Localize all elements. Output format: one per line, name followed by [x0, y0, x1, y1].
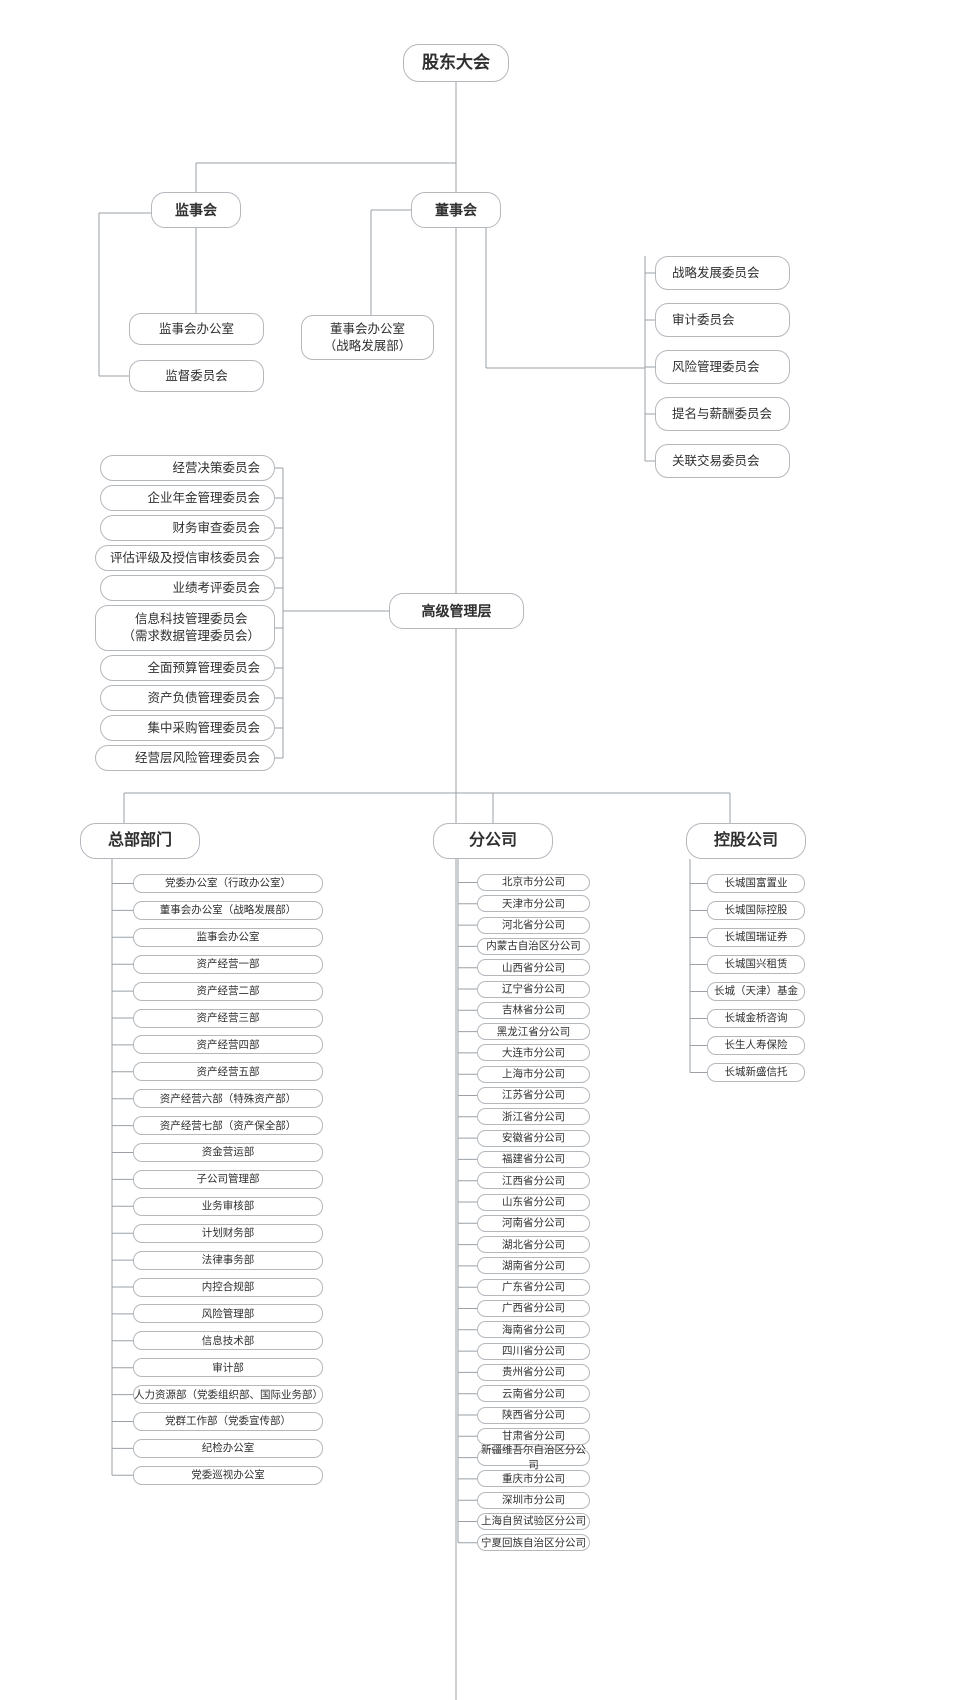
node-headquarters-item[interactable]: 风险管理部	[133, 1304, 323, 1324]
node-board-committee-5[interactable]: 关联交易委员会	[655, 444, 790, 478]
node-branches-item[interactable]: 山西省分公司	[477, 959, 590, 977]
node-headquarters-item[interactable]: 人力资源部（党委组织部、国际业务部）	[133, 1385, 323, 1405]
node-headquarters-item[interactable]: 资产经营七部（资产保全部）	[133, 1116, 323, 1136]
node-headquarters-item[interactable]: 资产经营四部	[133, 1035, 323, 1055]
node-mgmt-committee-2[interactable]: 企业年金管理委员会	[100, 485, 275, 511]
node-holdings-item[interactable]: 长城国瑞证券	[707, 928, 805, 947]
node-shareholders-meeting[interactable]: 股东大会	[403, 44, 509, 82]
node-column-header-headquarters[interactable]: 总部部门	[80, 823, 200, 859]
node-branches-item[interactable]: 江西省分公司	[477, 1172, 590, 1190]
node-holdings-item[interactable]: 长城国兴租赁	[707, 955, 805, 974]
node-branches-item[interactable]: 河南省分公司	[477, 1214, 590, 1232]
node-headquarters-item[interactable]: 资产经营一部	[133, 954, 323, 974]
node-headquarters-item[interactable]: 监事会办公室	[133, 927, 323, 947]
node-headquarters-item[interactable]: 资产经营二部	[133, 981, 323, 1001]
node-branches-item[interactable]: 安徽省分公司	[477, 1129, 590, 1147]
node-holdings-item[interactable]: 长城新盛信托	[707, 1063, 805, 1082]
node-supervisory-office[interactable]: 监事会办公室	[129, 313, 264, 345]
node-mgmt-committee-6[interactable]: 信息科技管理委员会 （需求数据管理委员会）	[95, 605, 275, 651]
node-senior-management[interactable]: 高级管理层	[389, 593, 524, 629]
node-branches-item[interactable]: 山东省分公司	[477, 1193, 590, 1211]
node-branches-item[interactable]: 新疆维吾尔自治区分公司	[477, 1444, 590, 1471]
node-supervision-committee[interactable]: 监督委员会	[129, 360, 264, 392]
node-branches-item[interactable]: 重庆市分公司	[477, 1470, 590, 1488]
node-branches-item[interactable]: 北京市分公司	[477, 874, 590, 891]
node-branches-item[interactable]: 上海市分公司	[477, 1065, 590, 1083]
node-headquarters-item[interactable]: 审计部	[133, 1358, 323, 1378]
node-branches-item[interactable]: 黑龙江省分公司	[477, 1023, 590, 1041]
node-mgmt-committee-3[interactable]: 财务审查委员会	[100, 515, 275, 541]
node-branches-item[interactable]: 深圳市分公司	[477, 1491, 590, 1509]
node-headquarters-item[interactable]: 信息技术部	[133, 1331, 323, 1351]
node-holdings-item[interactable]: 长城金桥咨询	[707, 1009, 805, 1028]
node-mgmt-committee-7[interactable]: 全面预算管理委员会	[100, 655, 275, 681]
node-branches-item[interactable]: 湖南省分公司	[477, 1257, 590, 1275]
node-column-header-branches[interactable]: 分公司	[433, 823, 553, 859]
node-branches-item[interactable]: 云南省分公司	[477, 1385, 590, 1403]
node-headquarters-item[interactable]: 纪检办公室	[133, 1438, 323, 1458]
node-branches-item[interactable]: 贵州省分公司	[477, 1363, 590, 1381]
node-holdings-item[interactable]: 长城（天津）基金	[707, 982, 805, 1001]
node-headquarters-item[interactable]: 党委办公室（行政办公室）	[133, 874, 323, 893]
node-branches-item[interactable]: 海南省分公司	[477, 1321, 590, 1339]
node-mgmt-committee-4[interactable]: 评估评级及授信审核委员会	[95, 545, 275, 571]
node-supervisory-board[interactable]: 监事会	[151, 192, 241, 228]
node-branches-item[interactable]: 陕西省分公司	[477, 1406, 590, 1424]
node-headquarters-item[interactable]: 法律事务部	[133, 1250, 323, 1270]
node-headquarters-item[interactable]: 资产经营三部	[133, 1008, 323, 1028]
node-mgmt-committee-5[interactable]: 业绩考评委员会	[100, 575, 275, 601]
node-branches-item[interactable]: 福建省分公司	[477, 1150, 590, 1168]
node-branches-item[interactable]: 浙江省分公司	[477, 1108, 590, 1126]
node-headquarters-item[interactable]: 内控合规部	[133, 1277, 323, 1297]
node-branches-item[interactable]: 辽宁省分公司	[477, 980, 590, 998]
node-branches-item[interactable]: 内蒙古自治区分公司	[477, 937, 590, 955]
node-branches-item[interactable]: 宁夏回族自治区分公司	[477, 1534, 590, 1552]
node-headquarters-item[interactable]: 董事会办公室（战略发展部）	[133, 900, 323, 920]
node-branches-item[interactable]: 天津市分公司	[477, 895, 590, 913]
node-headquarters-item[interactable]: 计划财务部	[133, 1223, 323, 1243]
node-branches-item[interactable]: 广东省分公司	[477, 1278, 590, 1296]
node-branches-item[interactable]: 湖北省分公司	[477, 1236, 590, 1254]
node-headquarters-item[interactable]: 资金营运部	[133, 1143, 323, 1162]
node-mgmt-committee-9[interactable]: 集中采购管理委员会	[100, 715, 275, 741]
node-column-header-holdings[interactable]: 控股公司	[686, 823, 806, 859]
node-branches-item[interactable]: 大连市分公司	[477, 1044, 590, 1062]
node-branches-item[interactable]: 上海自贸试验区分公司	[477, 1513, 590, 1530]
node-board-office[interactable]: 董事会办公室 （战略发展部）	[301, 315, 434, 360]
node-board-committee-3[interactable]: 风险管理委员会	[655, 350, 790, 384]
node-mgmt-committee-1[interactable]: 经营决策委员会	[100, 455, 275, 481]
node-branches-item[interactable]: 四川省分公司	[477, 1342, 590, 1360]
node-board-committee-2[interactable]: 审计委员会	[655, 303, 790, 337]
node-board-committee-4[interactable]: 提名与薪酬委员会	[655, 397, 790, 431]
node-headquarters-item[interactable]: 资产经营六部（特殊资产部）	[133, 1089, 323, 1109]
node-headquarters-item[interactable]: 党群工作部（党委宣传部）	[133, 1412, 323, 1431]
node-headquarters-item[interactable]: 子公司管理部	[133, 1169, 323, 1189]
node-branches-item[interactable]: 吉林省分公司	[477, 1001, 590, 1019]
node-branches-item[interactable]: 广西省分公司	[477, 1300, 590, 1317]
node-board-committee-1[interactable]: 战略发展委员会	[655, 256, 790, 290]
node-headquarters-item[interactable]: 资产经营五部	[133, 1062, 323, 1082]
node-board-of-directors[interactable]: 董事会	[411, 192, 501, 228]
node-branches-item[interactable]: 河北省分公司	[477, 916, 590, 934]
node-branches-item[interactable]: 甘肃省分公司	[477, 1427, 590, 1445]
node-mgmt-committee-8[interactable]: 资产负债管理委员会	[100, 685, 275, 711]
node-holdings-item[interactable]: 长城国富置业	[707, 874, 805, 893]
node-branches-item[interactable]: 江苏省分公司	[477, 1087, 590, 1104]
node-holdings-item[interactable]: 长城国际控股	[707, 901, 805, 920]
node-holdings-item[interactable]: 长生人寿保险	[707, 1036, 805, 1055]
node-mgmt-committee-10[interactable]: 经营层风险管理委员会	[95, 745, 275, 771]
node-headquarters-item[interactable]: 业务审核部	[133, 1196, 323, 1216]
node-headquarters-item[interactable]: 党委巡视办公室	[133, 1465, 323, 1485]
